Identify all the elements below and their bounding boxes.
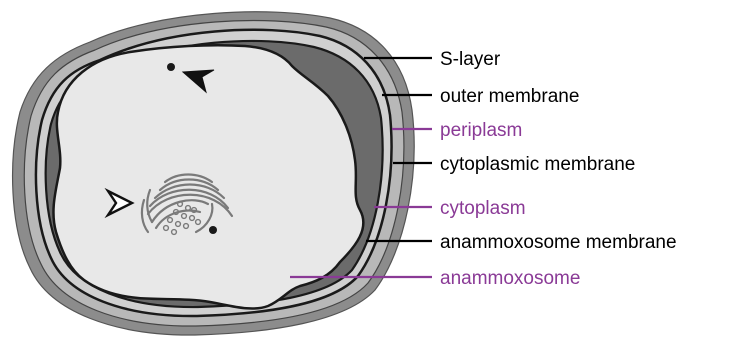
label-cytoplasmic-membrane: cytoplasmic membrane bbox=[440, 154, 635, 175]
label-periplasm: periplasm bbox=[440, 120, 522, 141]
label-anammoxosome-membrane: anammoxosome membrane bbox=[440, 232, 677, 253]
label-cytoplasm: cytoplasm bbox=[440, 198, 526, 219]
particle-dot-right bbox=[209, 226, 217, 234]
label-anammoxosome: anammoxosome bbox=[440, 268, 580, 289]
anammoxosome-shape bbox=[53, 45, 363, 308]
particle-dot-top bbox=[167, 63, 175, 71]
label-outer-membrane: outer membrane bbox=[440, 86, 579, 107]
label-s-layer: S-layer bbox=[440, 49, 501, 70]
